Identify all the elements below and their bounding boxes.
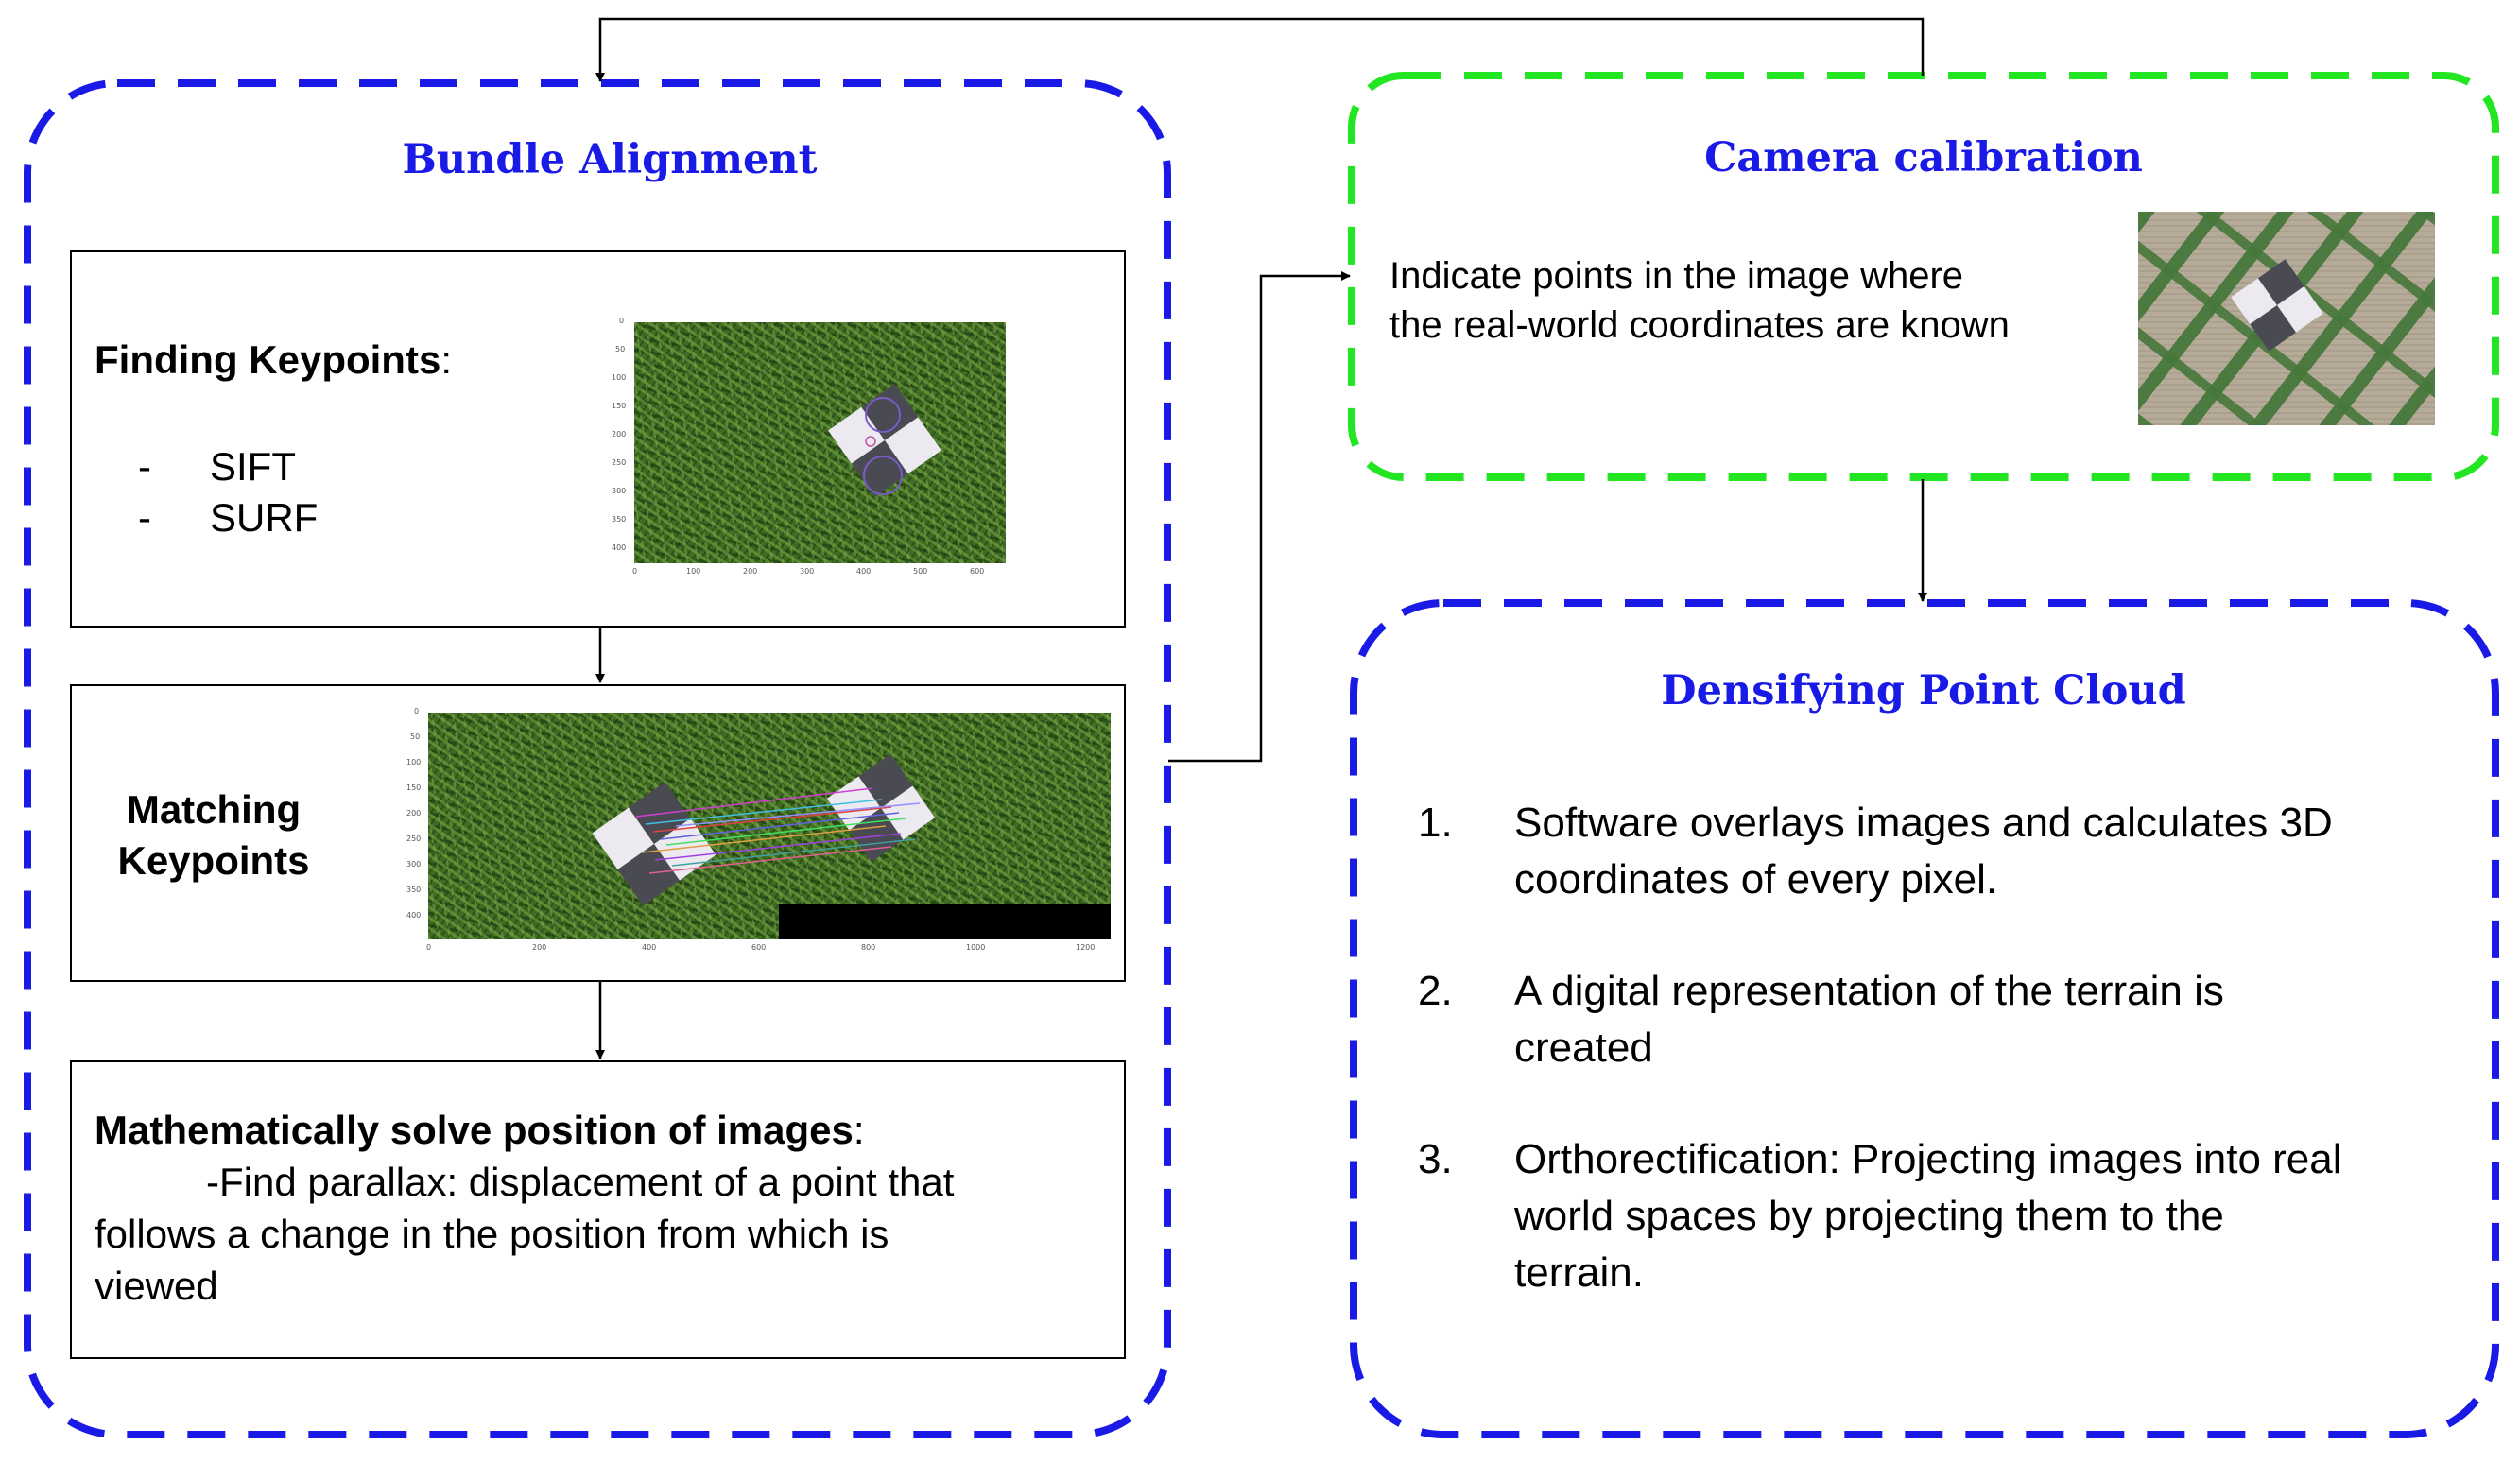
densify-item-number: 1. (1418, 800, 1453, 846)
x-tick: 0 (632, 567, 638, 576)
solve-position-heading: Mathematically solve position of images: (95, 1108, 865, 1153)
y-tick: 300 (612, 487, 627, 495)
bullet-text-surf: SURF (210, 495, 319, 540)
densify-item-line: terrain. (1514, 1249, 1644, 1296)
finding-bullet-1: - SIFT (138, 444, 296, 490)
densify-item-line: Orthorectification: Projecting images in… (1514, 1136, 2342, 1182)
finding-keypoints-heading: Finding Keypoints: (95, 337, 452, 383)
camera-calibration-title: Camera calibration (1704, 134, 2143, 181)
matching-plot-blank-region (779, 904, 1111, 939)
matching-plot-image (428, 713, 1111, 939)
solve-position-box: Mathematically solve position of images:… (70, 1060, 1126, 1359)
solve-position-label: Mathematically solve position of images (95, 1108, 854, 1152)
bullet-dash: - (138, 495, 151, 540)
y-tick: 100 (406, 758, 422, 766)
y-tick: 250 (406, 835, 422, 843)
x-tick: 400 (856, 567, 872, 576)
solve-body-line-1: -Find parallax: displacement of a point … (206, 1160, 955, 1204)
densify-item-line: created (1514, 1024, 1653, 1071)
x-tick: 200 (743, 567, 758, 576)
y-tick: 100 (612, 373, 627, 382)
x-tick: 1200 (1076, 943, 1096, 952)
x-tick: 100 (686, 567, 701, 576)
densify-item-number: 3. (1418, 1136, 1453, 1182)
x-tick: 200 (532, 943, 547, 952)
matching-keypoints-heading: Matching Keypoints (72, 784, 355, 886)
x-tick: 600 (970, 567, 985, 576)
densify-item-number: 2. (1418, 968, 1453, 1014)
solve-body-line-2: follows a change in the position from wh… (95, 1212, 889, 1256)
matching-keypoints-box: Matching Keypoints (70, 684, 1126, 982)
densify-item-line: coordinates of every pixel. (1514, 856, 1998, 903)
calibration-text-line-2: the real-world coordinates are known (1389, 304, 2010, 346)
calibration-text-line-1: Indicate points in the image where (1389, 255, 1964, 297)
densify-item-line: world spaces by projecting them to the (1514, 1193, 2224, 1239)
solve-position-colon: : (853, 1108, 865, 1152)
densify-item-line: Software overlays images and calculates … (1514, 800, 2333, 846)
solve-body-line-3: viewed (95, 1264, 218, 1308)
ground-control-target (2231, 259, 2323, 352)
x-tick: 500 (913, 567, 928, 576)
x-tick: 0 (426, 943, 432, 952)
densifying-title: Densifying Point Cloud (1661, 667, 2186, 714)
y-tick: 0 (619, 317, 625, 325)
matching-heading-line-2: Keypoints (117, 838, 310, 883)
finding-bullet-2: - SURF (138, 495, 318, 541)
keypoint-circles (863, 397, 903, 495)
finding-keypoints-colon: : (440, 337, 452, 382)
keypoints-plot-image (634, 322, 1006, 563)
y-tick: 300 (406, 860, 422, 869)
x-tick: 400 (642, 943, 657, 952)
y-tick: 150 (406, 783, 422, 792)
arrow-calibration-to-bundle (595, 17, 1925, 82)
y-tick: 400 (406, 911, 422, 920)
y-tick: 50 (410, 732, 421, 741)
x-tick: 300 (800, 567, 815, 576)
arrow-bundle-to-calibration (1168, 271, 1351, 763)
matching-heading-line-1: Matching (126, 787, 302, 832)
x-tick: 1000 (966, 943, 986, 952)
y-tick: 200 (612, 430, 627, 439)
y-tick: 0 (414, 707, 420, 715)
y-tick: 150 (612, 402, 627, 410)
bullet-text-sift: SIFT (210, 444, 296, 489)
y-tick: 50 (615, 345, 626, 353)
y-tick: 350 (612, 515, 627, 524)
y-tick: 400 (612, 543, 627, 552)
keypoint-match-lines (635, 787, 921, 874)
x-tick: 600 (751, 943, 767, 952)
densify-item-line: A digital representation of the terrain … (1514, 968, 2224, 1014)
y-tick: 350 (406, 886, 422, 894)
bundle-alignment-title: Bundle Alignment (402, 136, 818, 183)
finding-keypoints-label: Finding Keypoints (95, 337, 441, 382)
y-tick: 250 (612, 458, 627, 467)
y-tick: 200 (406, 809, 422, 818)
aerial-field-image (2138, 212, 2435, 425)
bullet-dash: - (138, 444, 151, 489)
finding-keypoints-box: Finding Keypoints: - SIFT - SURF 0 50 10… (70, 250, 1126, 628)
densifying-border (1350, 599, 2499, 1438)
x-tick: 800 (861, 943, 876, 952)
